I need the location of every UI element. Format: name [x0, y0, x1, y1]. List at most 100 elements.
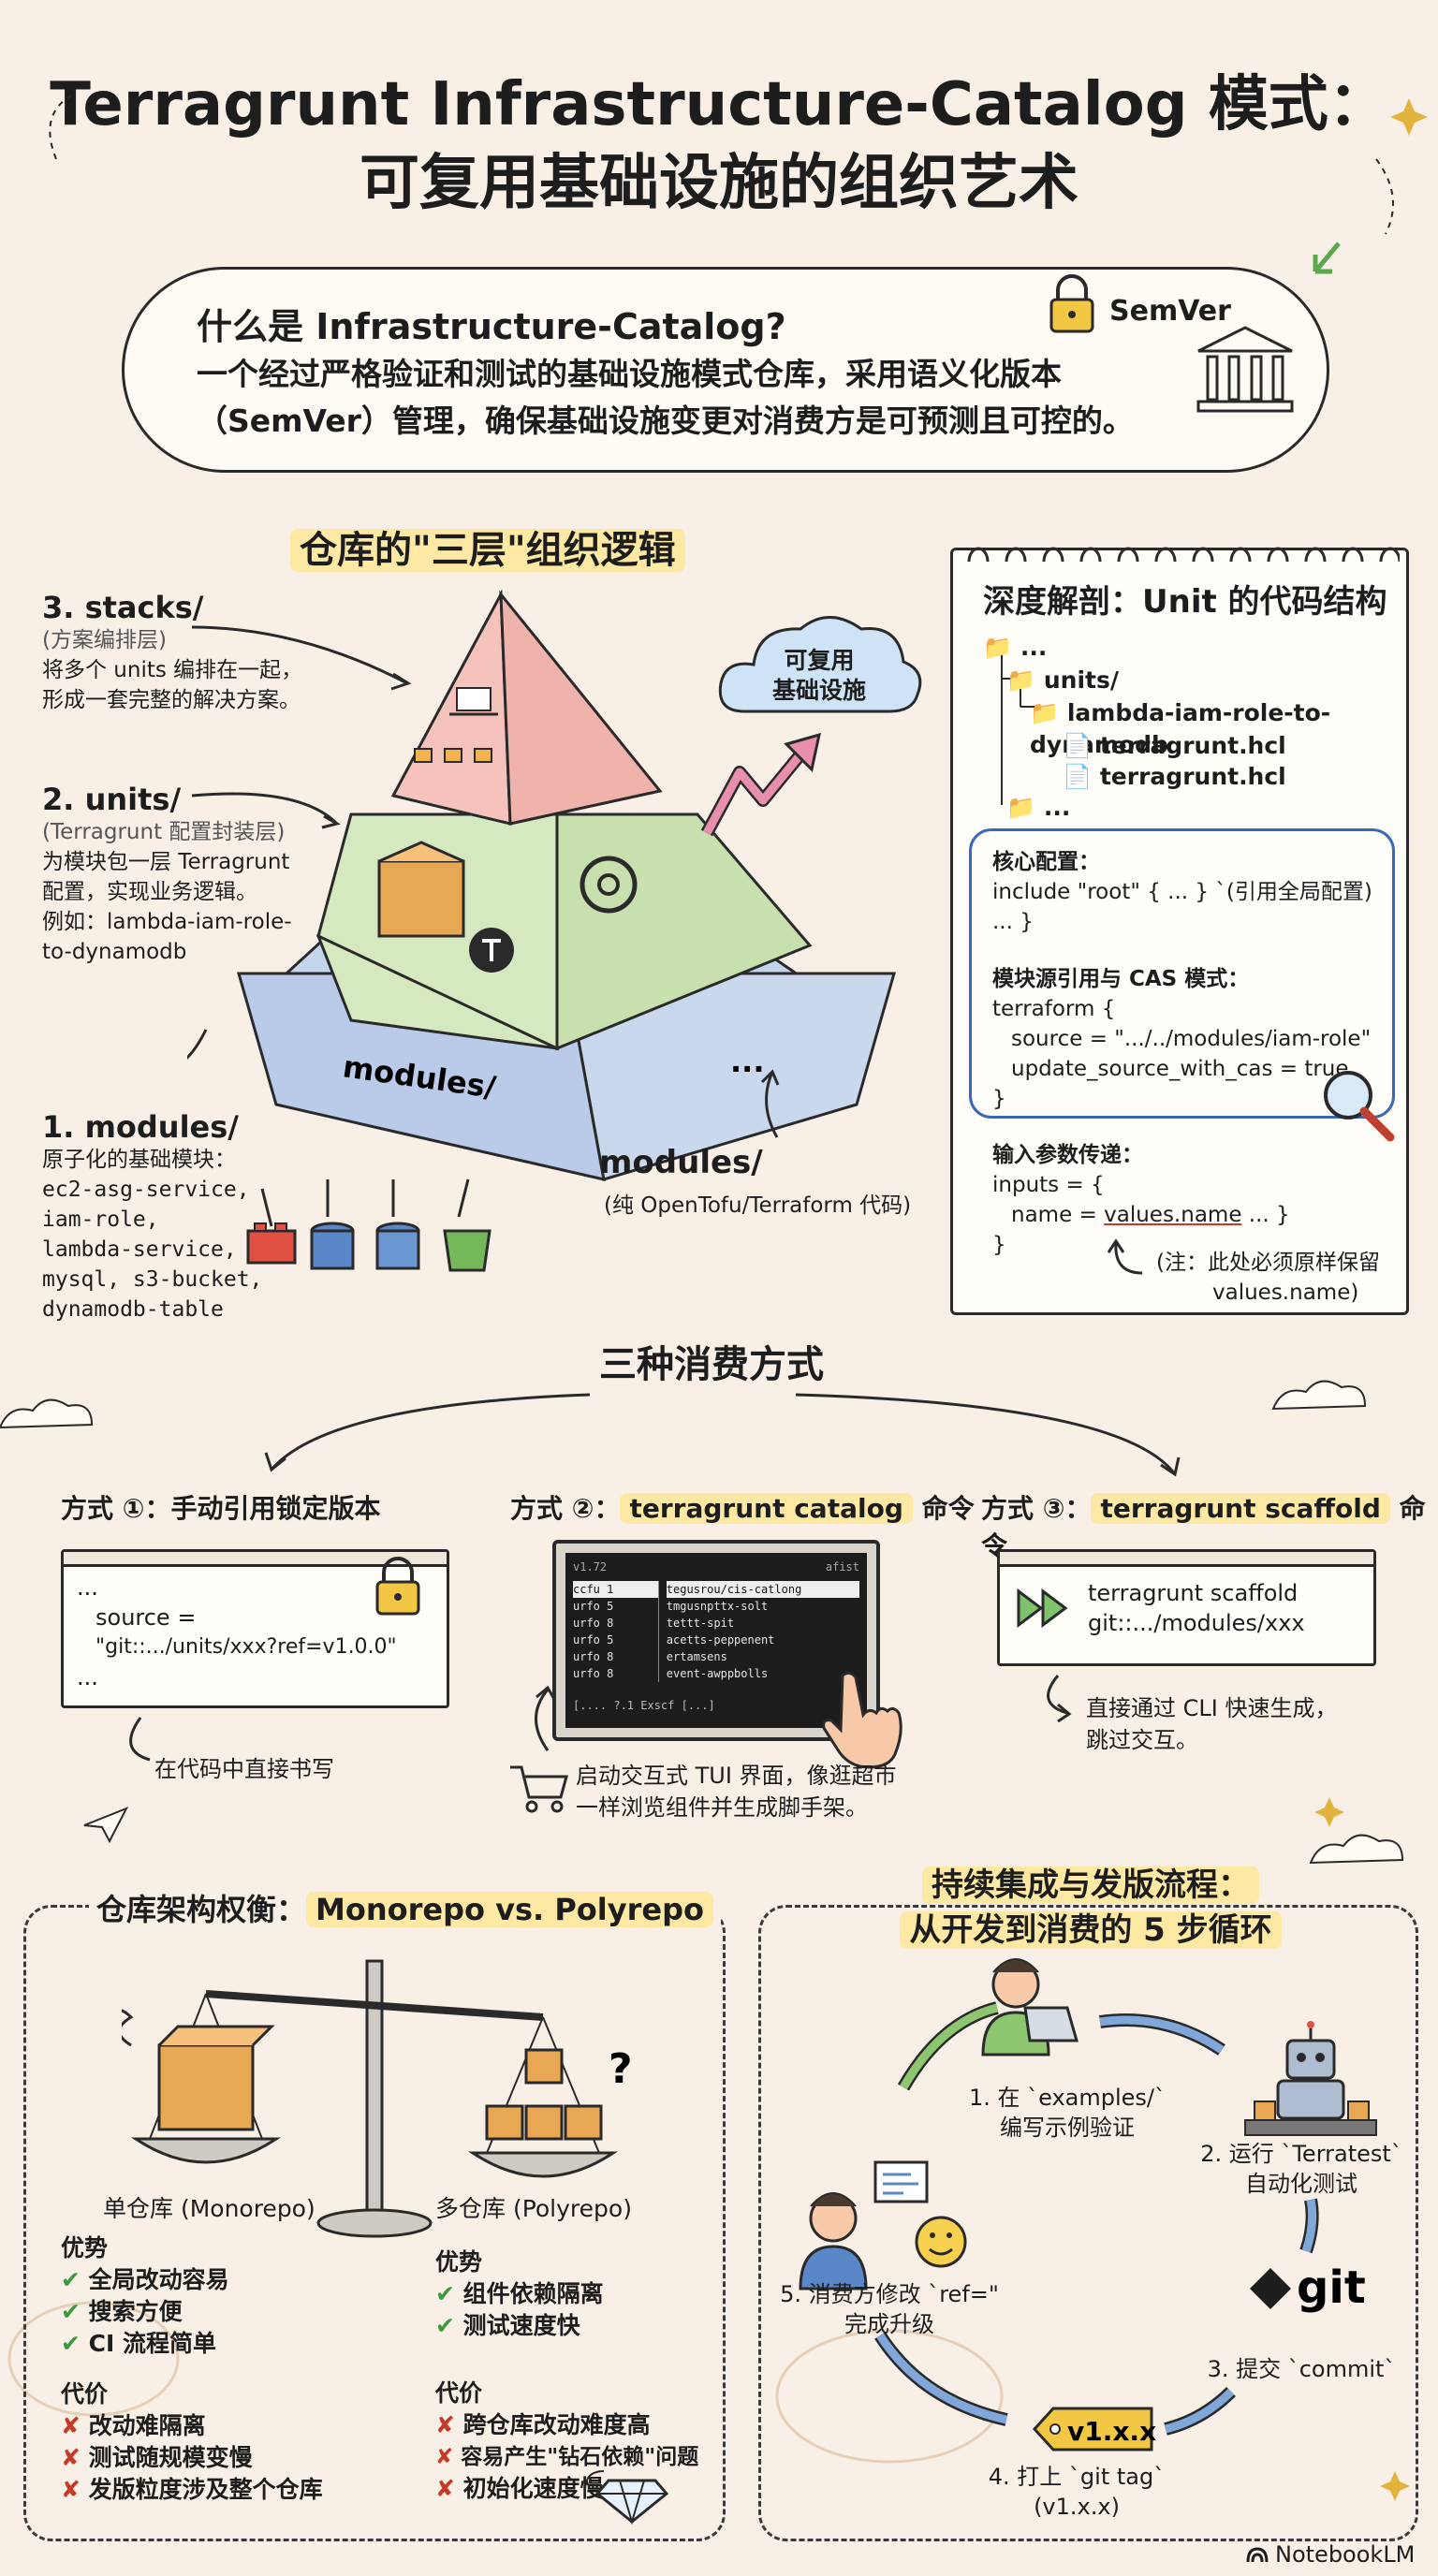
method1-code-window: ... source = "git::.../units/xxx?ref=v1.…	[61, 1549, 449, 1708]
code-line: source = ".../../modules/iam-role"	[1011, 1027, 1372, 1051]
method1-caption: 在代码中直接书写	[154, 1756, 334, 1782]
units-label: 2. units/ (Terragrunt 配置封装层) 为模块包一层 Terr…	[42, 782, 360, 967]
pro-text: 全局改动容易	[88, 2266, 229, 2293]
intro-description: 一个经过严格验证和测试的基础设施模式仓库，采用语义化版本（SemVer）管理，确…	[197, 356, 1134, 439]
tui-footer: [.... ?.1 Exscf [...]	[573, 1699, 715, 1712]
tree-lines	[1001, 651, 1037, 805]
folder-unit: 📁 lambda-iam-role-to-dynamodb	[1030, 697, 1438, 761]
code-line: inputs = {	[992, 1173, 1105, 1197]
pro-text: CI 流程简单	[88, 2330, 217, 2357]
intro-cloud	[122, 267, 1329, 473]
tui-right-item[interactable]: ertamsens	[666, 1650, 727, 1663]
file-hcl-1: 📄 terragrunt.hcl	[1063, 730, 1286, 762]
tui-left-item[interactable]: urfo 8	[573, 1650, 614, 1663]
core-config-title: 核心配置：	[992, 850, 1100, 874]
stacks-heading: 3. stacks/	[42, 590, 204, 625]
pros-title: 优势	[61, 2234, 109, 2261]
tui-right-item-selected[interactable]: tegusrou/cis-catlong	[666, 1581, 859, 1598]
tree-file-label: terragrunt.hcl	[1099, 732, 1286, 759]
repo-tradeoff-title: 仓库架构权衡：Monorepo vs. Polyrepo	[89, 1886, 721, 1929]
code-line: }	[992, 1233, 1006, 1257]
ci-flow-panel	[758, 1905, 1418, 2541]
intro-question: 什么是 Infrastructure-Catalog?	[197, 306, 786, 347]
method3-code-text: terragrunt scaffold git::.../modules/xxx	[1088, 1578, 1305, 1638]
caption-line: 一样浏览组件并生成脚手架。	[576, 1794, 868, 1821]
ci-step-3: 3. 提交 `commit`	[1207, 2356, 1396, 2382]
modules-desc: 原子化的基础模块：	[42, 1148, 236, 1172]
modules-note-arrow	[760, 1069, 780, 1138]
polyrepo-box-icon	[524, 2048, 564, 2085]
tui-right-item[interactable]: tettt-spit	[666, 1617, 735, 1630]
folder-icon: 📁	[983, 634, 1013, 661]
tui-left-item[interactable]: urfo 5	[573, 1600, 614, 1613]
con-item: ✘ 发版粒度涉及整个仓库	[61, 2474, 398, 2506]
method3-command: terragrunt scaffold	[1091, 1493, 1390, 1524]
folder-icon: 📁	[1006, 666, 1036, 694]
con-text: 测试随规模变慢	[88, 2444, 253, 2471]
balance-scale-illustration: ?	[122, 1959, 633, 2238]
tui-left-item[interactable]: urfo 8	[573, 1617, 614, 1630]
title-line-2: 可复用基础设施的组织艺术	[360, 149, 1078, 218]
polyrepo-box-icon	[485, 2104, 524, 2141]
values-name-note: (注：此处必须原样保留 values.name)	[1156, 1248, 1400, 1308]
pro-item: ✔ 组件依赖隔离	[435, 2278, 726, 2310]
tui-header-left: v1.72	[573, 1560, 608, 1573]
repo-title-highlight: Monorepo vs. Polyrepo	[306, 1892, 713, 1927]
code-line: }	[992, 1087, 1006, 1111]
tui-left-item-selected[interactable]: ccfu 1	[573, 1581, 658, 1598]
code-line: "git::.../units/xxx?ref=v1.0.0"	[95, 1635, 397, 1659]
git-label: git	[1297, 2261, 1366, 2314]
tui-header-right: afist	[825, 1560, 859, 1573]
tui-left-item[interactable]: urfo 5	[573, 1633, 614, 1647]
tag-icon	[1032, 2407, 1153, 2452]
unit-anatomy-title: 深度解剖：Unit 的代码结构	[983, 583, 1387, 621]
code-line: git::.../modules/xxx	[1088, 1610, 1305, 1636]
code-line: include "root" { ... } `(引用全局配置)	[992, 880, 1372, 904]
values-name-highlight: values.name	[1104, 1203, 1242, 1227]
tui-screen[interactable]: v1.72 afist ccfu 1 urfo 5 urfo 8 urfo 5 …	[565, 1553, 867, 1728]
method1-title: 手动引用锁定版本	[170, 1493, 381, 1524]
module-ref-title: 模块源引用与 CAS 模式：	[992, 967, 1250, 991]
title-line-1: Terragrunt Infrastructure-Catalog 模式：	[50, 70, 1388, 139]
modules-label: 1. modules/ 原子化的基础模块： ec2-asg-service, i…	[42, 1109, 323, 1325]
code-line: terraform {	[992, 997, 1116, 1021]
method2-caption: 启动交互式 TUI 界面，像逛超市 一样浏览组件并生成脚手架。	[576, 1760, 897, 1823]
window-bar	[64, 1552, 447, 1567]
tui-right-item[interactable]: acetts-peppenent	[666, 1633, 775, 1647]
method2-caption-arrow	[535, 1685, 557, 1751]
robot-icon	[1285, 2039, 1336, 2080]
ci-step-5-line-2: 完成升级	[844, 2311, 934, 2337]
check-icon: ✔	[61, 2298, 81, 2325]
ci-step-1-line-2: 编写示例验证	[1000, 2115, 1135, 2141]
tui-right-item[interactable]: tmgusnpttx-solt	[666, 1600, 769, 1613]
ci-step-4-line-2: (v1.x.x)	[1034, 2494, 1120, 2520]
method1-prefix: 方式 ①：	[61, 1493, 171, 1524]
monorepo-label: 单仓库 (Monorepo)	[103, 2195, 315, 2222]
stacks-subtitle: (方案编排层)	[42, 628, 167, 652]
inputs-config: 输入参数传递： inputs = { name = values.name ..…	[992, 1140, 1386, 1260]
tui-left-item[interactable]: urfo 8	[573, 1667, 614, 1680]
method3-suffix: 命令	[981, 1493, 1426, 1561]
module-icons	[246, 1178, 492, 1272]
check-icon: ✔	[435, 2280, 455, 2307]
code-line: name = values.name ... }	[992, 1200, 1386, 1230]
growth-arrow-icon	[700, 732, 821, 837]
gear-icon	[580, 856, 638, 914]
ci-step-2-line-1: 2. 运行 `Terratest`	[1200, 2141, 1402, 2167]
tui-right-list: tegusrou/cis-catlong tmgusnpttx-solt tet…	[659, 1581, 859, 1682]
tui-window[interactable]: v1.72 afist ccfu 1 urfo 5 urfo 8 urfo 5 …	[552, 1540, 880, 1741]
ci-step-1-line-1: 1. 在 `examples/`	[968, 2085, 1167, 2111]
stacks-desc-2: 形成一套完整的解决方案。	[42, 688, 301, 712]
repo-title-prefix: 仓库架构权衡：	[96, 1892, 307, 1927]
tui-right-item[interactable]: event-awppbolls	[666, 1667, 769, 1680]
con-item: ✘ 跨仓库改动难度高	[435, 2409, 726, 2441]
method3-caption-arrow	[1047, 1675, 1072, 1723]
units-heading: 2. units/	[42, 782, 182, 817]
fast-forward-icon	[1017, 1588, 1068, 1628]
reusable-cloud	[718, 616, 922, 713]
module-item: dynamodb-table	[42, 1297, 224, 1322]
cross-icon: ✘	[435, 2445, 454, 2469]
ci-flow-title: 持续集成与发版流程： 从开发到消费的 5 步循环	[885, 1863, 1297, 1953]
tree-file-label: terragrunt.hcl	[1099, 763, 1286, 790]
method3-prefix: 方式 ③：	[981, 1493, 1092, 1524]
